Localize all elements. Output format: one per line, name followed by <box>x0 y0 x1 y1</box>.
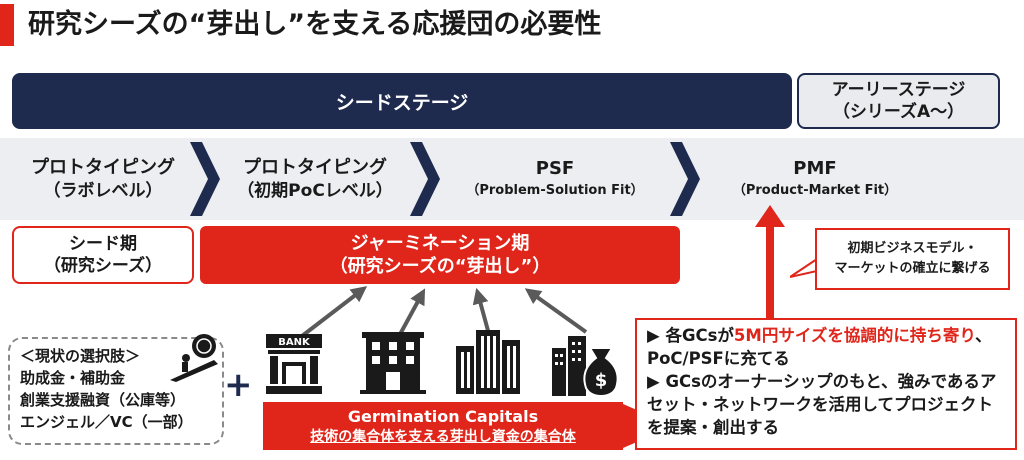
early-stage-label-line1: アーリーステージ <box>831 80 966 100</box>
phase-subtitle: （ラボレベル） <box>43 180 163 201</box>
phase-title: PSF <box>535 158 575 179</box>
plus-sign: + <box>224 365 253 405</box>
early-stage-box: アーリーステージ （シリーズA～） <box>797 73 1000 129</box>
early-stage-label-line2: （シリーズA～） <box>832 102 965 122</box>
germination-label-line2: （研究シーズの“芽出し”） <box>329 256 551 277</box>
up-arrow-to-pmf <box>755 205 785 323</box>
current-option-item: 創業支援融資（公庫等） <box>20 391 186 409</box>
phase-initial-poc-prototyping: プロトタイピング （初期PoCレベル） <box>222 142 408 216</box>
germination-label-line1: ジャーミネーション期 <box>350 233 530 254</box>
chevron-right-icon <box>410 142 440 216</box>
germination-period-box: ジャーミネーション期 （研究シーズの“芽出し”） <box>200 226 680 284</box>
chevron-right-icon <box>670 142 700 216</box>
title-accent-bar <box>0 4 14 46</box>
seed-period-label-line1: シード期 <box>69 234 137 254</box>
current-option-item: 助成金・補助金 <box>20 369 126 387</box>
gc-pointer <box>623 404 637 448</box>
phase-lab-prototyping: プロトタイピング （ラボレベル） <box>12 142 194 216</box>
callout-line1: 初期ビジネスモデル・ <box>847 241 978 256</box>
seed-stage-bar: シードステージ <box>12 73 792 129</box>
bank-sign-label: BANK <box>278 337 311 348</box>
gc-tagline: 技術の集合体を支える芽出し資金の集合体 <box>310 428 576 445</box>
bullet-1-highlight: 5M円サイズを協調的に持ち寄り <box>733 326 976 345</box>
phase-pmf: PMF （Product-Market Fit） <box>700 142 930 216</box>
bank-icon: BANK <box>266 334 322 394</box>
gc-description-box: ▶ 各GCsが5M円サイズを協調的に持ち寄り、PoC/PSFに充てる ▶ GCs… <box>635 318 1017 450</box>
climbing-person-icon <box>170 334 218 382</box>
germination-capitals-box: Germination Capitals 技術の集合体を支える芽出し資金の集合体 <box>263 402 623 450</box>
current-options-heading: ＜現状の選択肢＞ <box>20 347 141 365</box>
callout-line2: マーケットの確立に繋げる <box>834 261 991 276</box>
phase-title: PMF <box>793 158 837 179</box>
bullet-1: ▶ 各GCsが5M円サイズを協調的に持ち寄り、PoC/PSFに充てる <box>647 324 1005 370</box>
skyscraper-icon <box>456 330 520 394</box>
bullet-2: ▶ GCsのオーナーシップのもと、強みであるアセット・ネットワークを活用してプロ… <box>647 370 1005 439</box>
phase-subtitle: （Product-Market Fit） <box>732 183 898 198</box>
phase-title: プロトタイピング <box>243 156 387 178</box>
seed-period-label-line2: （研究シーズ） <box>43 256 163 276</box>
phase-subtitle: （初期PoCレベル） <box>237 180 393 201</box>
bullet-1-post: 、PoC/PSFに充てる <box>647 326 992 368</box>
phase-psf: PSF （Problem-Solution Fit） <box>440 142 670 216</box>
seed-period-box: シード期 （研究シーズ） <box>12 226 194 284</box>
phase-subtitle: （Problem-Solution Fit） <box>466 183 644 198</box>
phase-band <box>0 138 1024 220</box>
svg-text:$: $ <box>595 370 608 391</box>
city-money-bag-icon: $ <box>552 336 619 398</box>
bullet-2-text: GCsのオーナーシップのもと、強みであるアセット・ネットワークを活用してプロジェ… <box>647 372 997 437</box>
seed-stage-label: シードステージ <box>335 91 469 114</box>
office-building-icon <box>360 332 426 394</box>
chevron-right-icon <box>190 142 220 216</box>
page-title: 研究シーズの“芽出し”を支える応援団の必要性 <box>28 9 602 40</box>
phase-title: プロトタイピング <box>31 156 175 178</box>
bullet-1-pre: 各GCsが <box>659 326 734 345</box>
bullet-marker: ▶ <box>647 372 660 391</box>
bullet-marker: ▶ <box>647 326 660 345</box>
business-model-callout: 初期ビジネスモデル・ マーケットの確立に繋げる <box>815 228 1010 290</box>
current-option-item: エンジェル／VC（一部） <box>20 413 193 431</box>
gc-name: Germination Capitals <box>347 406 539 426</box>
